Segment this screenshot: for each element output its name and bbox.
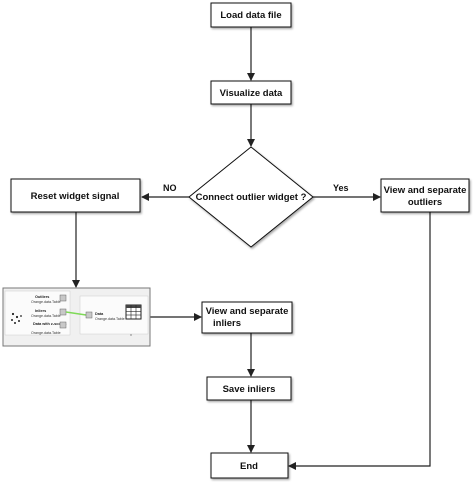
input-data-type: Orange.data.Table bbox=[95, 317, 125, 321]
node-view-inliers: View and separate inliers bbox=[201, 301, 293, 334]
node-end-label: End bbox=[240, 461, 258, 472]
output-outliers-type: Orange.data.Table bbox=[31, 300, 61, 304]
data-table-icon bbox=[125, 304, 142, 320]
output-zscores-type: Orange.data.Table bbox=[31, 331, 61, 335]
edge-label-no: NO bbox=[163, 183, 177, 193]
node-end: End bbox=[210, 452, 289, 479]
node-save-inliers-label: Save inliers bbox=[223, 384, 276, 395]
node-view-inliers-label-2: inliers bbox=[213, 318, 241, 329]
output-outliers-name: Outliers bbox=[35, 295, 49, 299]
node-reset-widget: Reset widget signal bbox=[10, 178, 141, 213]
node-decision-label: Connect outlier widget ? bbox=[196, 192, 307, 203]
scatter-dots-icon bbox=[11, 312, 22, 324]
node-load-data-label: Load data file bbox=[220, 10, 281, 21]
output-zscores-name: Data with z-scores bbox=[33, 322, 66, 326]
node-reset-widget-label: Reset widget signal bbox=[31, 191, 120, 202]
port-outliers bbox=[59, 294, 67, 302]
port-inliers bbox=[59, 308, 67, 316]
node-load-data: Load data file bbox=[210, 2, 292, 28]
input-data-name: Data bbox=[95, 312, 104, 316]
node-view-inliers-label-1: View and separate bbox=[206, 306, 289, 317]
output-inliers-type: Orange.data.Table bbox=[31, 314, 61, 318]
widget-link bbox=[65, 311, 87, 316]
node-view-outliers: View and separate outliers bbox=[380, 178, 470, 213]
edge-label-yes: Yes bbox=[333, 183, 349, 193]
node-view-outliers-label-2: outliers bbox=[408, 197, 442, 208]
node-decision: Connect outlier widget ? bbox=[188, 146, 314, 248]
widget-screenshot: Outliers Orange.data.Table Inliers Orang… bbox=[2, 287, 151, 347]
node-visualize-data-label: Visualize data bbox=[220, 88, 283, 99]
node-view-outliers-label-1: View and separate bbox=[384, 185, 467, 196]
port-zscores bbox=[59, 321, 67, 329]
port-data-input bbox=[85, 311, 93, 319]
node-save-inliers: Save inliers bbox=[206, 376, 292, 401]
edge-outliers-to-end bbox=[288, 212, 431, 470]
node-visualize-data: Visualize data bbox=[210, 80, 292, 105]
output-inliers-name: Inliers bbox=[35, 309, 46, 313]
edges bbox=[72, 27, 431, 470]
